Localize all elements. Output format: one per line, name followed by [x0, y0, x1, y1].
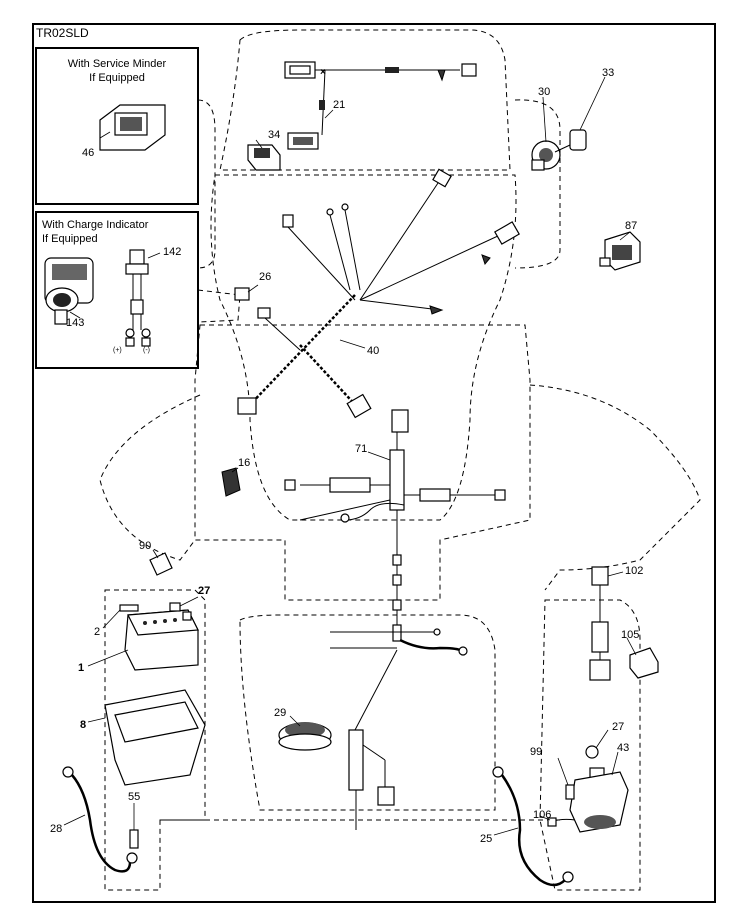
callout-43: 43 [617, 742, 629, 754]
callout-143: 143 [66, 317, 84, 329]
bolt-part-99 [565, 784, 575, 800]
battery-bolt-part-2 [119, 604, 139, 612]
ignition-key [554, 129, 587, 153]
callout-8: 8 [80, 719, 86, 731]
battery-cable-part-25 [492, 766, 574, 887]
callout-46: 46 [82, 147, 94, 159]
main-wire-harness [237, 168, 520, 419]
bolt-part-55 [129, 829, 139, 849]
callout-33: 33 [602, 67, 614, 79]
tractor-outline [99, 29, 701, 891]
callout-28: 28 [50, 823, 62, 835]
svg-text:×: × [320, 67, 326, 78]
switch-part-16 [221, 467, 241, 497]
relay-part-87 [599, 231, 641, 271]
callout-27-solenoid: 27 [612, 721, 624, 733]
callout-26: 26 [259, 271, 271, 283]
component-part-90 [149, 552, 173, 576]
callout-27-battery: 27 [198, 585, 210, 597]
polarity-plus-label: (+) [113, 347, 122, 354]
battery-nut-part-27 [169, 602, 181, 612]
charge-indicator-harness [125, 249, 151, 347]
battery-cable-part-28 [62, 766, 138, 873]
diagram-code: TR02SLD [36, 26, 89, 40]
charge-indicator-module [44, 257, 94, 325]
callout-40: 40 [367, 345, 379, 357]
switch-part-34 [247, 144, 281, 171]
callout-55: 55 [128, 791, 140, 803]
component-part-102 [589, 566, 611, 681]
inset-service-minder-subtitle: If Equipped [89, 72, 145, 84]
callout-1: 1 [78, 662, 84, 674]
starter-solenoid [569, 745, 629, 833]
rear-wire-harness [284, 409, 506, 642]
callout-labels: 46 34 21 30 33 87 142 143 26 40 71 16 90… [50, 67, 643, 845]
callout-21: 21 [333, 99, 345, 111]
inset-service-minder-title: With Service Minder [68, 58, 167, 70]
inset-service-minder [35, 47, 199, 205]
callout-16: 16 [238, 457, 250, 469]
callout-102: 102 [625, 565, 643, 577]
callout-25: 25 [480, 833, 492, 845]
callout-leaders [63, 76, 637, 836]
wire-part-106 [547, 817, 576, 827]
callout-105: 105 [621, 629, 639, 641]
callout-71: 71 [355, 443, 367, 455]
callout-99: 99 [530, 746, 542, 758]
battery-tray [104, 689, 206, 786]
service-minder-module [99, 104, 166, 151]
callout-87: 87 [625, 220, 637, 232]
callout-29: 29 [274, 707, 286, 719]
inset-charge-indicator-title: With Charge Indicator [42, 219, 149, 231]
headlight-harness: × [284, 61, 477, 150]
battery [124, 609, 199, 671]
lower-wire-harness [330, 628, 468, 830]
ignition-switch [531, 140, 561, 171]
inset-charge-indicator-subtitle: If Equipped [42, 233, 98, 245]
fuse-part-26 [234, 287, 250, 301]
component-part-105 [629, 647, 659, 679]
callout-2: 2 [94, 626, 100, 638]
component-part-29 [278, 722, 332, 751]
polarity-minus-label: (-) [143, 347, 150, 354]
callout-34: 34 [268, 129, 280, 141]
callout-142: 142 [163, 246, 181, 258]
callout-106: 106 [533, 809, 551, 821]
callout-30: 30 [538, 86, 550, 98]
callout-90: 90 [139, 540, 151, 552]
